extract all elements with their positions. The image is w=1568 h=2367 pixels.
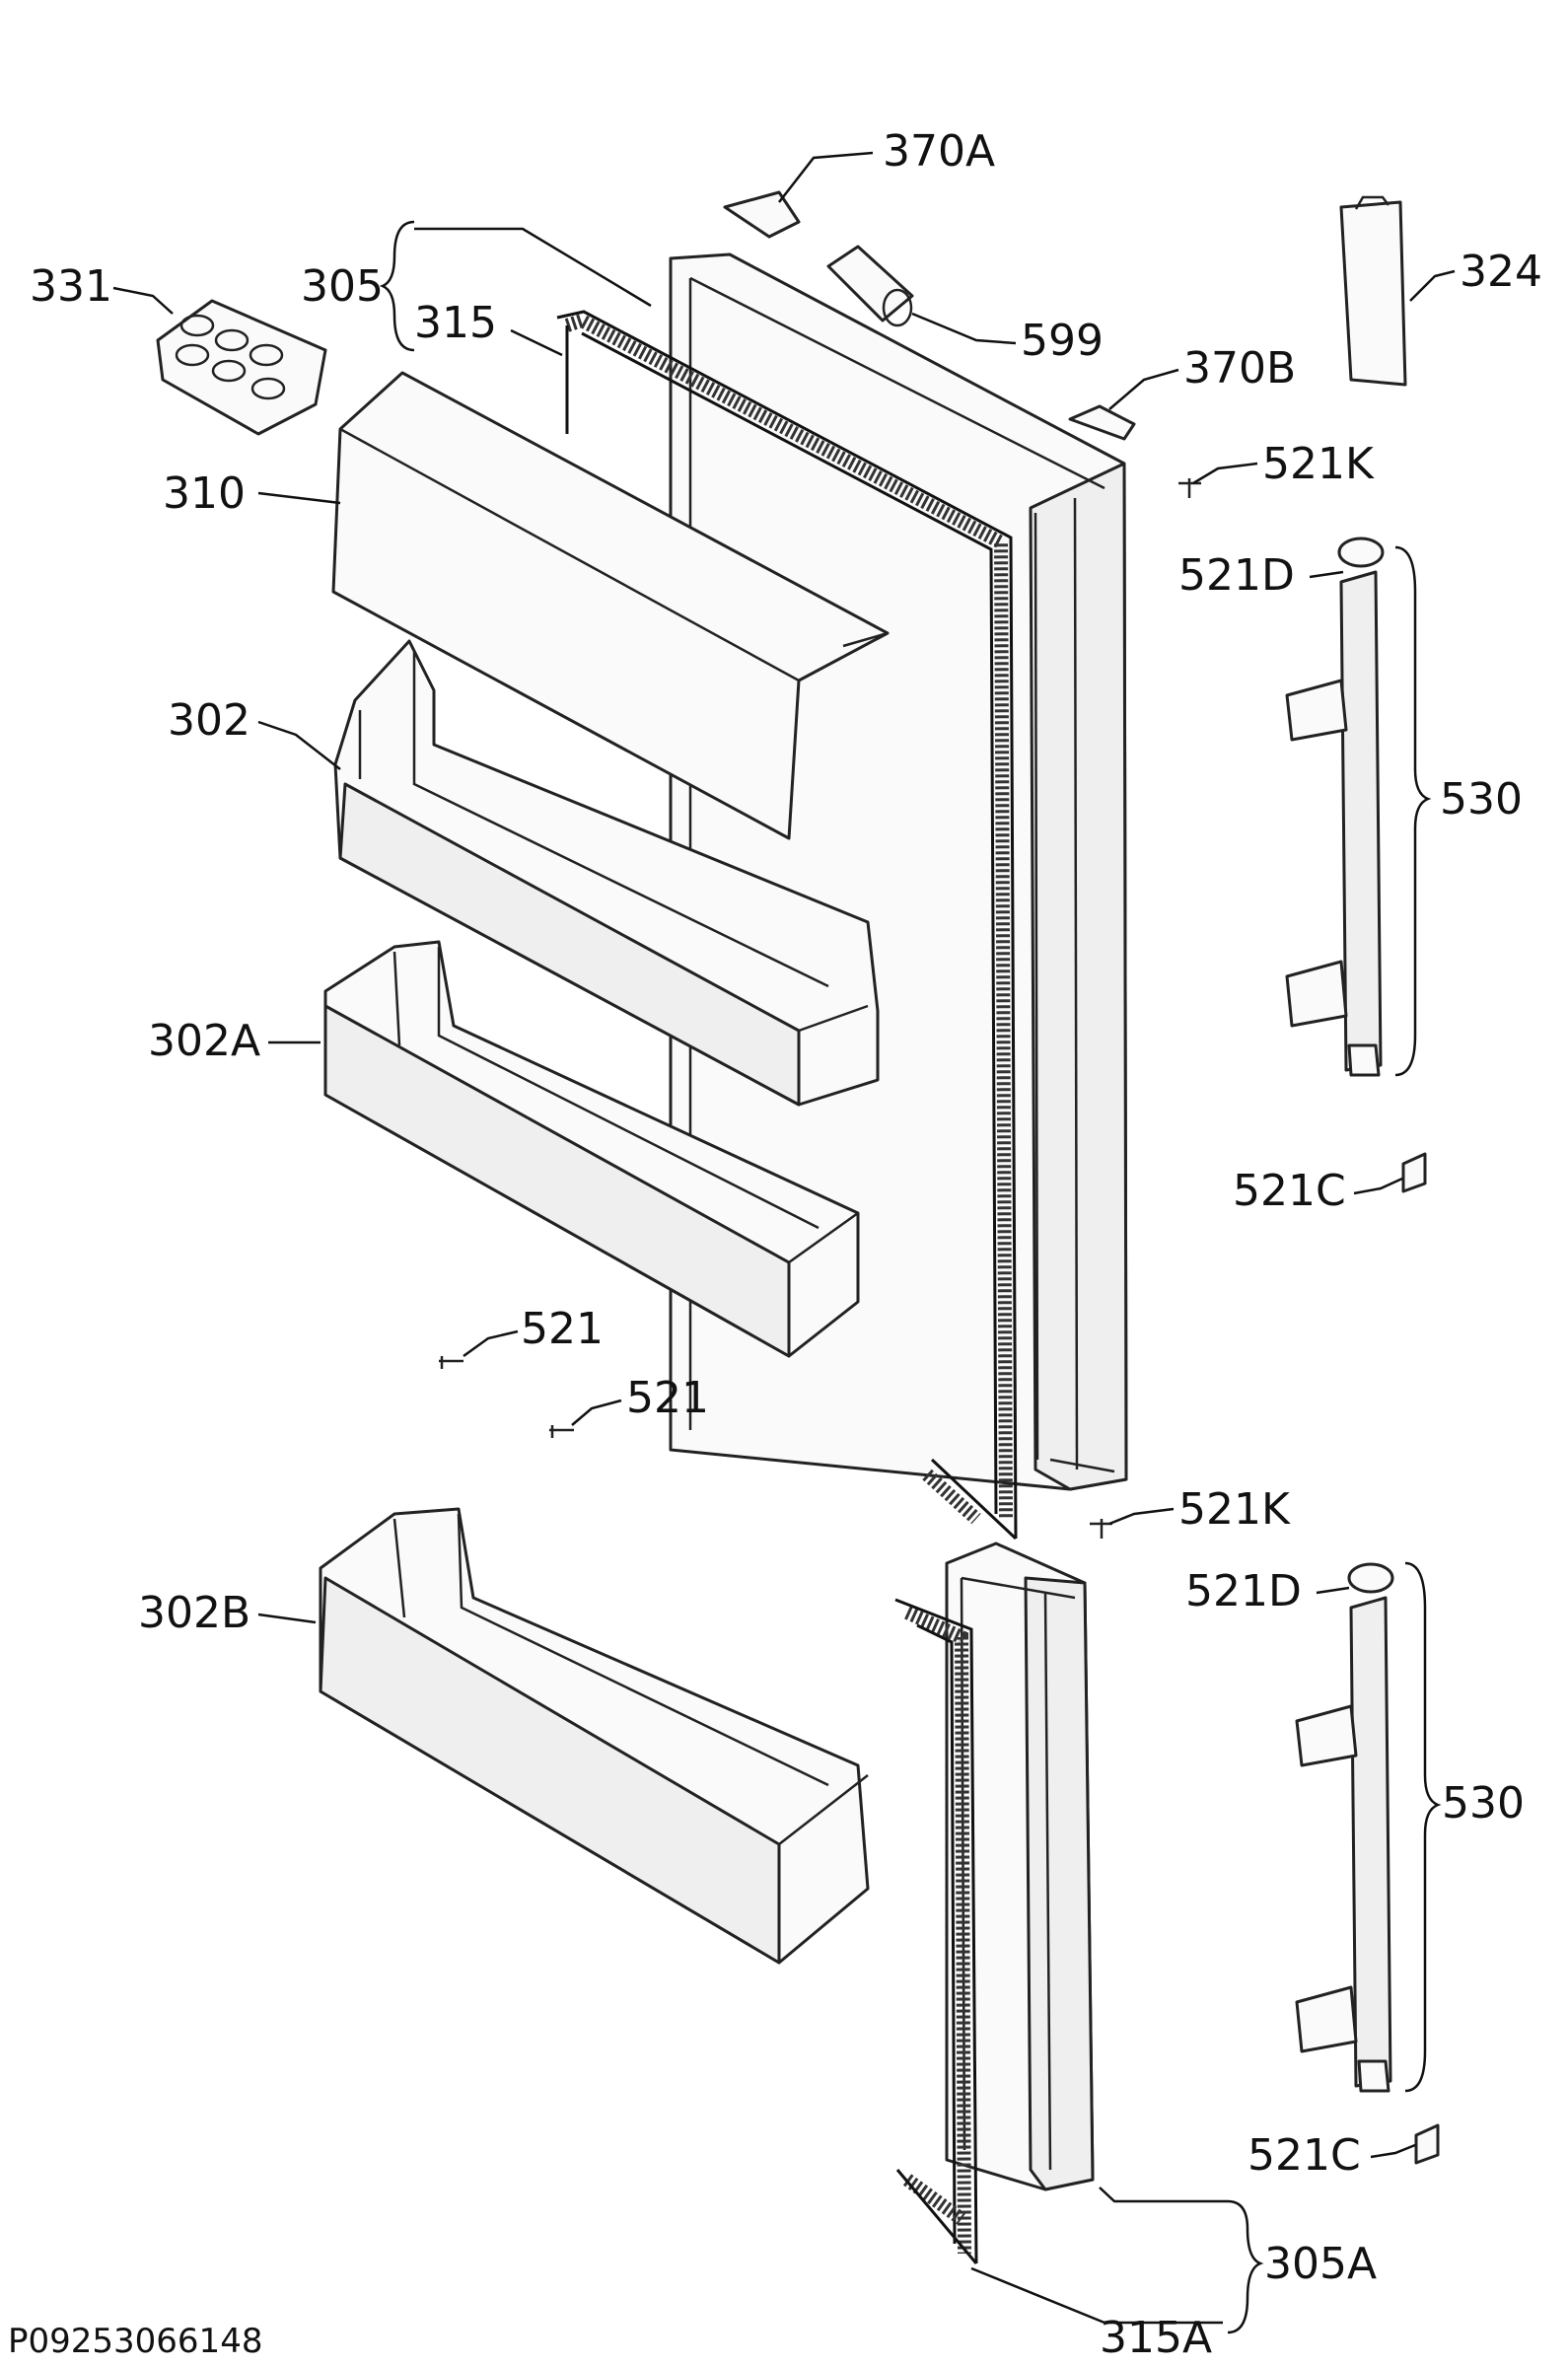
leader-324 (1409, 269, 1456, 302)
label-305: 305 (301, 261, 384, 312)
label-521c-top: 521C (1233, 1166, 1346, 1216)
tube-599 (826, 245, 914, 327)
bracket-521c-top (1401, 1152, 1427, 1193)
label-521-a: 521 (521, 1304, 604, 1354)
label-521d-top: 521D (1178, 550, 1295, 601)
egg-tray (156, 299, 327, 436)
leader-521-a (463, 1329, 519, 1358)
leader-521d-bottom (1316, 1586, 1350, 1595)
door-shelf-302 (333, 639, 880, 1107)
leader-305 (414, 227, 652, 308)
screw-521k-top (1178, 478, 1201, 498)
brace-305a (1227, 2199, 1264, 2334)
label-521-b: 521 (626, 1373, 709, 1423)
label-370a: 370A (883, 126, 995, 177)
door-shelf-302b (319, 1507, 870, 1965)
label-315: 315 (414, 298, 497, 348)
leader-370a (778, 151, 874, 203)
label-305a: 305A (1264, 2239, 1377, 2289)
label-370b: 370B (1183, 343, 1296, 394)
leader-305a (1099, 2187, 1228, 2203)
leader-521c-bottom (1370, 2143, 1416, 2159)
label-530-top: 530 (1440, 774, 1523, 825)
shelf-cover (331, 371, 890, 840)
screw-521-b (549, 1425, 574, 1438)
lower-door-gasket (894, 1598, 978, 2264)
leader-521k-bottom (1108, 1507, 1175, 1526)
reference-code: P09253066148 (8, 2322, 262, 2361)
clip-370b (1068, 404, 1136, 441)
leader-331 (112, 286, 174, 315)
label-599: 599 (1021, 316, 1104, 366)
leader-315 (510, 328, 563, 357)
leader-521k-top (1192, 462, 1258, 485)
brace-305 (379, 220, 415, 352)
leader-521d-top (1309, 570, 1344, 579)
label-331: 331 (30, 261, 112, 312)
brace-530-bottom (1404, 1561, 1442, 2093)
leader-302 (257, 720, 341, 770)
leader-310 (257, 491, 341, 505)
brace-530-top (1394, 545, 1432, 1077)
screw-521k-bottom (1090, 1519, 1112, 1539)
label-302b: 302B (138, 1588, 250, 1638)
leader-315a (970, 2266, 1223, 2325)
label-310: 310 (163, 468, 246, 519)
label-324: 324 (1460, 247, 1542, 297)
leader-521c-top (1353, 1177, 1403, 1195)
label-302a: 302A (148, 1016, 260, 1066)
screw-521-a (439, 1356, 463, 1369)
hinge-assembly-530-top (1285, 537, 1385, 1077)
cover-324 (1339, 195, 1407, 387)
label-521c-bottom: 521C (1247, 2130, 1361, 2181)
bracket-521c-bottom (1414, 2123, 1440, 2165)
leader-370b (1108, 368, 1179, 410)
label-521d-bottom: 521D (1185, 1566, 1302, 1616)
hinge-assembly-530-bottom (1295, 1562, 1394, 2093)
label-315a: 315A (1100, 2313, 1212, 2363)
door-shelf-302a (323, 940, 860, 1358)
label-521k-bottom: 521K (1178, 1484, 1291, 1535)
leader-302b (257, 1613, 317, 1624)
clip-370a (723, 190, 801, 239)
label-521k-top: 521K (1262, 439, 1375, 489)
leader-599 (911, 312, 1017, 345)
leader-521-b (571, 1399, 622, 1426)
label-530-bottom: 530 (1442, 1778, 1525, 1829)
label-302: 302 (168, 695, 250, 746)
upper-door-gasket (556, 310, 1018, 1541)
